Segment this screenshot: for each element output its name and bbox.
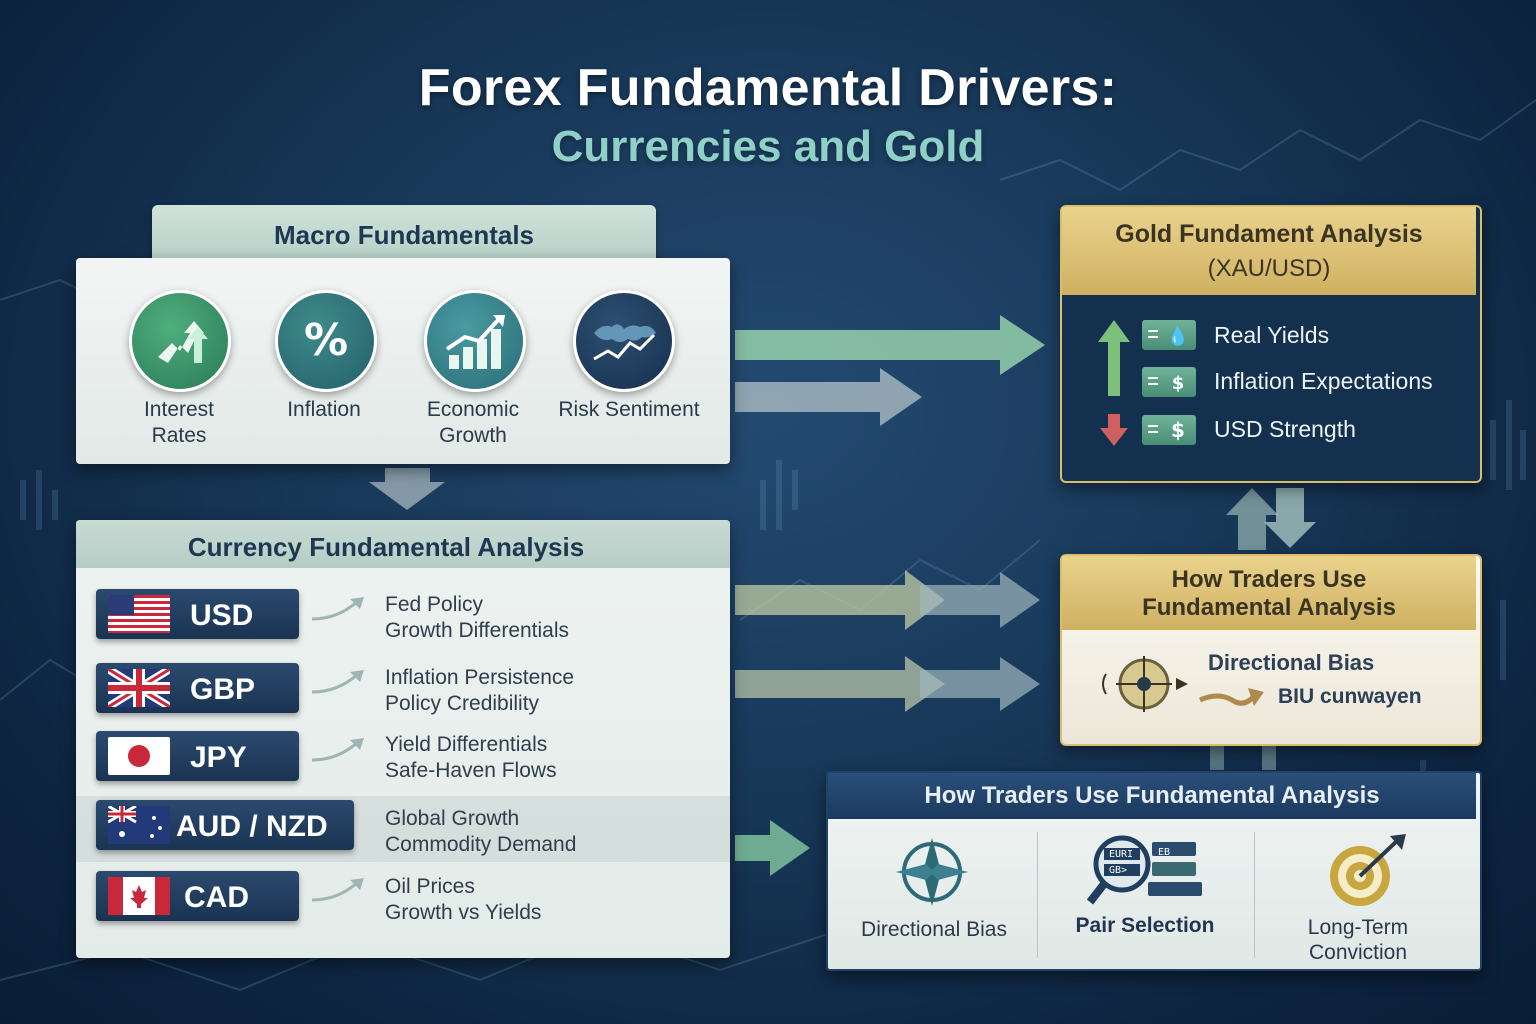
- money-inflation-icon: $: [1142, 367, 1196, 397]
- pair-tag-eb-wrap: EB: [1158, 847, 1170, 858]
- pair-tag-gb: GB>: [1109, 865, 1127, 876]
- usd-driver-1: Fed Policy: [385, 593, 484, 616]
- canada-flag-icon: [108, 877, 170, 915]
- macro-label-economic-growth: Economic Growth: [426, 398, 520, 447]
- how-traders-header: [828, 773, 1476, 819]
- how-label-directional-bias: Directional Bias: [861, 918, 1007, 941]
- target-icon: [1330, 834, 1406, 906]
- how-traders-gold-bias: Directional Bias: [1208, 650, 1375, 675]
- how-traders-gold-secondary: BIU cunwayen: [1278, 685, 1422, 708]
- how-traders-gold-heading: How Traders Use Fundamental Analysis: [1142, 566, 1396, 621]
- divider-2: [1254, 832, 1255, 958]
- currency-code-usd: USD: [190, 599, 254, 632]
- money-drop-icon: 💧: [1142, 320, 1196, 350]
- divider-1: [1037, 832, 1038, 958]
- growth-chart-icon: [424, 290, 526, 392]
- macro-heading: Macro Fundamentals: [273, 220, 535, 250]
- gold-driver-real-yields: Real Yields: [1214, 322, 1330, 348]
- gbp-driver-1: Inflation Persistence: [385, 666, 575, 689]
- currency-code-jpy: JPY: [190, 741, 247, 774]
- australia-flag-icon: [108, 806, 170, 844]
- currency-pill-cad: CAD: [96, 871, 299, 921]
- gold-driver-usd-strength: USD Strength: [1214, 416, 1356, 442]
- currency-header-band: [76, 520, 730, 568]
- currency-pill-gbp: GBP: [96, 663, 299, 713]
- compass-crosshair-icon: [1102, 656, 1188, 712]
- svg-text:💧: 💧: [1167, 325, 1189, 347]
- how-label-pair-selection: Pair Selection: [1075, 914, 1215, 937]
- usd-trend-arrow-icon: [311, 597, 364, 621]
- cad-driver-2: Growth vs Yields: [385, 901, 542, 924]
- how-traders-heading: How Traders Use Fundamental Analysis: [924, 782, 1380, 809]
- jpy-driver-1: Yield Differentials: [385, 733, 548, 756]
- aud-nzd-driver-1: Global Growth: [385, 807, 520, 830]
- percent-icon: %: [275, 290, 377, 392]
- currency-pill-jpy: JPY: [96, 731, 299, 781]
- gbp-driver-2: Policy Credibility: [385, 692, 540, 715]
- svg-text:$: $: [1171, 418, 1185, 442]
- down-arrow-icon: [1100, 414, 1128, 446]
- how-label-long-term-conviction: Long-Term Conviction: [1307, 916, 1409, 964]
- cad-driver-1: Oil Prices: [385, 875, 475, 898]
- cad-drivers: Oil Prices Growth vs Yields: [385, 874, 705, 926]
- macro-label-inflation: Inflation: [287, 398, 361, 421]
- gbp-trend-arrow-icon: [311, 670, 364, 694]
- currency-code-cad: CAD: [184, 881, 249, 914]
- currency-pill-aud-nzd: AUD / NZD: [96, 800, 354, 850]
- gbp-drivers: Inflation Persistence Policy Credibility: [385, 665, 705, 717]
- pair-tag-euri: EURI: [1109, 849, 1133, 860]
- usd-driver-2: Growth Differentials: [385, 619, 570, 642]
- bias-arrow-icon: [1198, 688, 1264, 706]
- jpy-driver-2: Safe-Haven Flows: [385, 759, 557, 782]
- currency-code-gbp: GBP: [190, 673, 256, 706]
- macro-label-interest-rates: Interest Rates: [143, 398, 215, 447]
- gold-heading: Gold Fundament Analysis: [1115, 220, 1423, 248]
- pair-tags: EURI GB>: [1109, 849, 1133, 876]
- macro-label-risk-sentiment: Risk Sentiment: [558, 398, 700, 421]
- svg-text:$: $: [1172, 373, 1185, 394]
- us-flag-icon: [108, 595, 170, 633]
- usd-drivers: Fed Policy Growth Differentials: [385, 592, 705, 644]
- jpy-trend-arrow-icon: [311, 738, 364, 762]
- uk-flag-icon: [108, 669, 170, 707]
- money-usd-icon: $: [1142, 415, 1196, 445]
- up-arrow-icon: [1098, 320, 1130, 396]
- world-map-icon: [573, 290, 675, 392]
- interest-rates-arrows-icon: [129, 290, 231, 392]
- aud-nzd-drivers: Global Growth Commodity Demand: [385, 806, 705, 858]
- aud-nzd-driver-2: Commodity Demand: [385, 833, 577, 856]
- magnifier-currency-icon: [1086, 835, 1202, 905]
- gold-driver-inflation-expectations: Inflation Expectations: [1214, 368, 1433, 394]
- page-title: Forex Fundamental Drivers:: [418, 59, 1118, 117]
- jpy-drivers: Yield Differentials Safe-Haven Flows: [385, 732, 705, 784]
- cad-trend-arrow-icon: [311, 878, 364, 902]
- currency-pill-usd: USD: [96, 589, 299, 639]
- page-subtitle: Currencies and Gold: [551, 122, 985, 171]
- gold-header-band: [1062, 207, 1476, 295]
- gold-subheading: (XAU/USD): [1207, 255, 1331, 282]
- currency-heading: Currency Fundamental Analysis: [187, 532, 585, 562]
- compass-icon: [896, 838, 968, 906]
- svg-text:%: %: [304, 315, 348, 366]
- pair-tag-eb: EB: [1158, 847, 1170, 858]
- macro-header-tab: [152, 205, 656, 263]
- japan-flag-icon: [108, 737, 170, 775]
- how-traders-gold-header: [1062, 556, 1476, 630]
- currency-code-aud-nzd: AUD / NZD: [176, 810, 328, 843]
